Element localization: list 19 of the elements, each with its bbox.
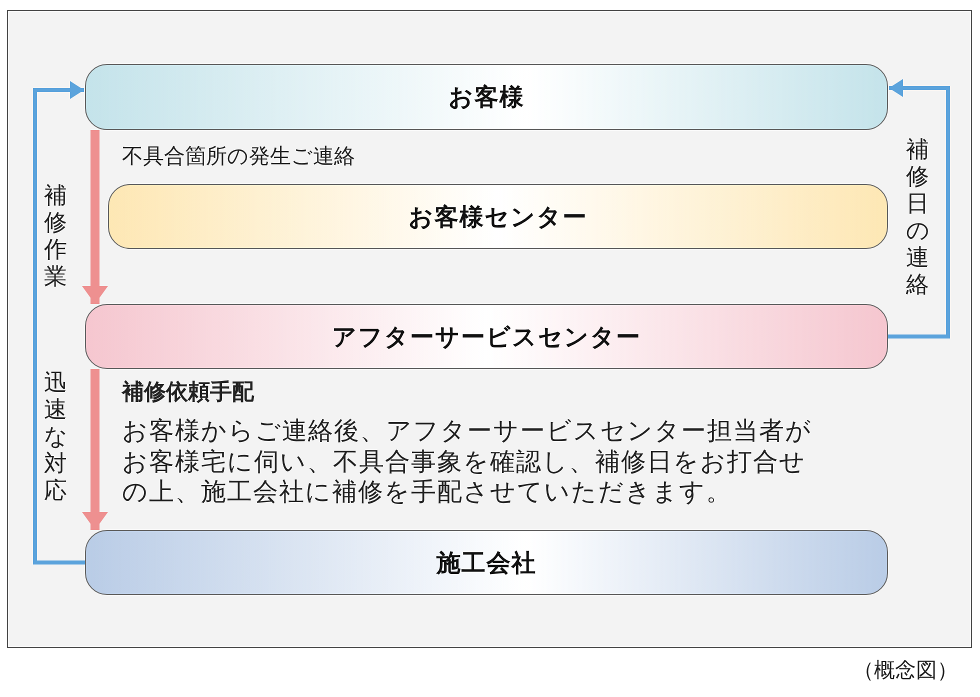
node-title: お客様 <box>448 82 524 113</box>
process-box <box>85 304 888 369</box>
caption: （概念図） <box>853 657 958 684</box>
node-title: お客様センター <box>408 202 588 232</box>
process-box <box>85 530 888 595</box>
description-text: お客様からご連絡後、アフターサービスセンター担当者がお客様宅に伺い、不具合事象を確認し、補修日をお打合せの上、施工会社に補修を手配させていただきます。 <box>122 416 813 508</box>
arrow <box>33 81 85 564</box>
edge-label: 不具合箇所の発生ご連絡 <box>122 143 355 170</box>
node-title: 施工会社 <box>436 548 536 578</box>
arrow <box>888 79 950 338</box>
arrow <box>82 130 108 304</box>
edge-label: 補修日の連絡 <box>906 137 929 298</box>
edge-label: 補修依頼手配 <box>122 379 254 407</box>
node-title: アフターサービスセンター <box>332 322 641 352</box>
arrow <box>82 369 108 530</box>
side-note: 迅速な対応 <box>44 370 67 505</box>
process-box <box>85 64 888 130</box>
side-note: 補修作業 <box>44 183 67 291</box>
process-box <box>108 184 888 249</box>
